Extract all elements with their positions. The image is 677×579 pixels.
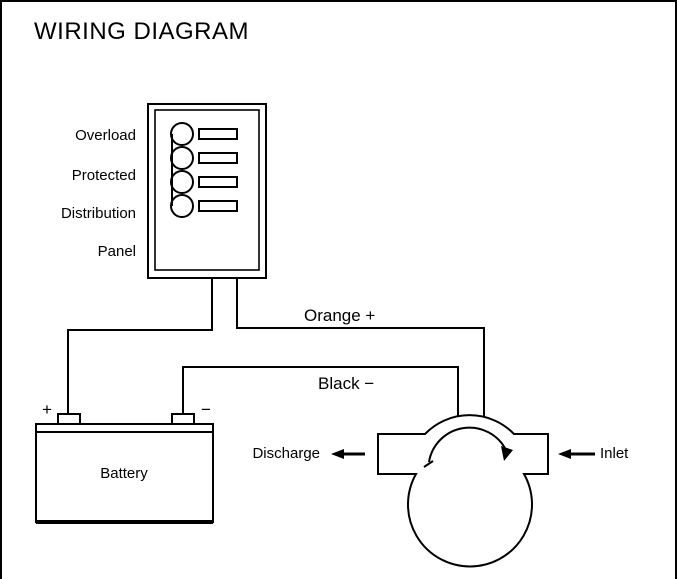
battery-negative-terminal: − — [201, 400, 211, 419]
distribution-panel — [147, 103, 267, 279]
black-wire-label: Black − — [318, 374, 374, 393]
panel-label-overload: Overload — [75, 127, 136, 144]
panel-label-distribution: Distribution — [61, 205, 136, 222]
battery-positive-terminal: + — [42, 400, 52, 419]
panel-label-panel: Panel — [98, 243, 136, 260]
battery — [35, 413, 214, 524]
panel-label-protected: Protected — [72, 167, 136, 184]
black-wire — [182, 366, 459, 428]
circuit-breaker-icon — [170, 146, 238, 170]
diagram-title: WIRING DIAGRAM — [34, 18, 249, 45]
arrow-left-icon — [331, 449, 365, 459]
orange-wire-label: Orange + — [304, 306, 375, 325]
arrow-left-icon — [558, 449, 595, 459]
orange-wire — [236, 278, 485, 430]
positive-wire — [67, 278, 213, 414]
circuit-breaker-icon — [170, 194, 238, 218]
discharge-label: Discharge — [252, 445, 320, 462]
pump — [377, 414, 549, 568]
rotation-arrow-icon — [423, 426, 513, 468]
inlet-label: Inlet — [600, 445, 629, 462]
battery-label: Battery — [100, 465, 148, 482]
